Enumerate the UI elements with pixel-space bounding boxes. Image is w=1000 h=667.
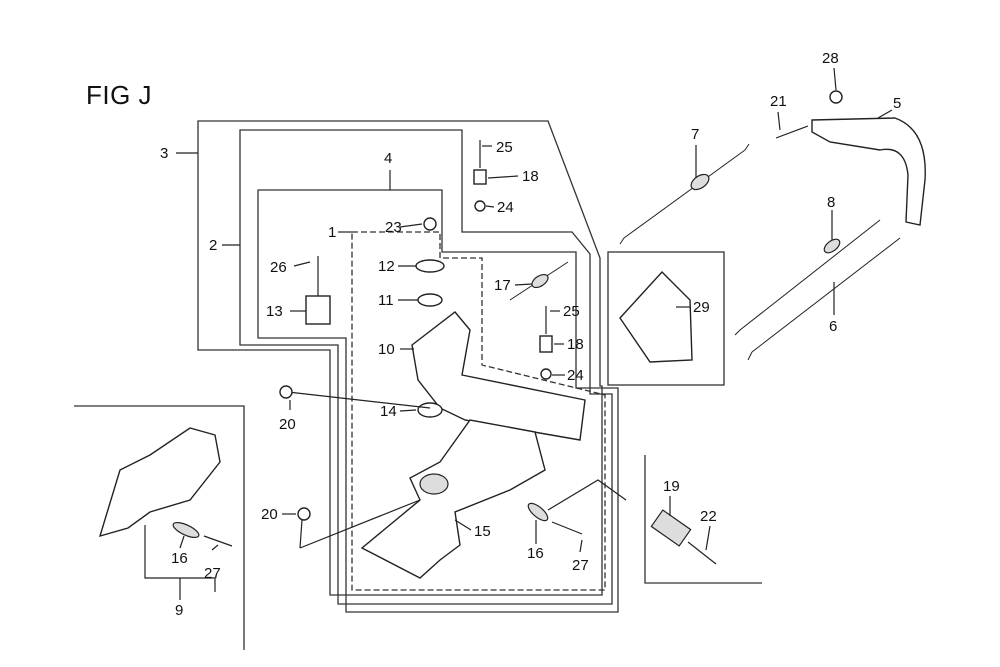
callout-7: 7 <box>691 126 699 143</box>
washer-part-24-lower <box>540 368 552 380</box>
callout-16-left: 16 <box>171 550 188 567</box>
spring-part-7 <box>690 173 710 191</box>
washer-part-12 <box>415 259 445 273</box>
callout-5: 5 <box>893 95 901 112</box>
callout-28: 28 <box>822 50 839 67</box>
cable-rod-part-6 <box>747 237 901 361</box>
frame-assembly-29 <box>607 251 725 386</box>
leader-lines <box>144 67 893 600</box>
bolt-part-20-lower <box>299 519 303 549</box>
cable-rod-part-7 <box>619 143 750 245</box>
nut-part-28 <box>829 90 843 104</box>
sub-assembly-part-9 <box>98 427 221 538</box>
handle-lever-part-5 <box>811 117 926 226</box>
callout-20-upper: 20 <box>279 416 296 433</box>
figure-title: FIG J <box>86 80 153 110</box>
callout-14: 14 <box>380 403 397 420</box>
callout-24-lower: 24 <box>567 367 584 384</box>
frame-assembly-19-22 <box>644 455 762 584</box>
washer-part-11 <box>417 293 443 307</box>
bolt-part-21 <box>775 125 809 139</box>
pivot-part-15 <box>419 473 449 495</box>
callout-24-upper: 24 <box>497 199 514 216</box>
spring-part-8 <box>823 238 841 254</box>
washer-part-24-upper <box>474 200 486 212</box>
callout-21: 21 <box>770 93 787 110</box>
callout-8: 8 <box>827 194 835 211</box>
callout-12: 12 <box>378 258 395 275</box>
bolt-part-27 <box>551 521 583 535</box>
bolt-head-part-20-upper <box>279 385 293 399</box>
bolt-part-20-upper <box>287 391 431 409</box>
bolt-part-22 <box>687 541 717 565</box>
bolt-head-part-20-lower <box>297 507 311 521</box>
callout-1: 1 <box>328 224 336 241</box>
callout-6: 6 <box>829 318 837 335</box>
frame-assembly-4 <box>257 189 619 613</box>
bracket-part-29 <box>619 270 693 363</box>
callout-16-center: 16 <box>527 545 544 562</box>
callout-2: 2 <box>209 237 217 254</box>
washer-part-14 <box>417 402 443 418</box>
frame-assembly-2 <box>239 129 613 605</box>
frame-assembly-3 <box>197 120 603 596</box>
nut-part-18-upper <box>473 169 487 185</box>
block-part-13 <box>305 295 331 325</box>
frame-assembly-1 <box>351 231 606 591</box>
base-bracket-part-15 <box>360 419 546 579</box>
spring-part-16-left <box>172 521 200 539</box>
callout-3: 3 <box>160 145 168 162</box>
callout-10: 10 <box>378 341 395 358</box>
callout-4: 4 <box>384 150 392 167</box>
callout-18-lower: 18 <box>567 336 584 353</box>
callout-26: 26 <box>270 259 287 276</box>
callout-13: 13 <box>266 303 283 320</box>
cable-rod-part-8 <box>734 219 881 336</box>
spring-part-16 <box>527 502 549 522</box>
callout-29: 29 <box>693 299 710 316</box>
spring-coil-part-17 <box>531 273 549 289</box>
callout-25-upper: 25 <box>496 139 513 156</box>
frame-assembly-9 <box>74 405 245 650</box>
callout-22: 22 <box>700 508 717 525</box>
nut-part-23 <box>423 217 437 231</box>
control-plate-part-10 <box>411 311 586 441</box>
callout-27-left: 27 <box>204 565 221 582</box>
callout-17: 17 <box>494 277 511 294</box>
callout-9: 9 <box>175 602 183 619</box>
callout-18-upper: 18 <box>522 168 539 185</box>
callout-27-center: 27 <box>572 557 589 574</box>
callout-25-lower: 25 <box>563 303 580 320</box>
nut-part-18-lower <box>539 335 553 353</box>
callout-23: 23 <box>385 219 402 236</box>
callout-11: 11 <box>378 292 394 309</box>
sleeve-part-19 <box>650 509 692 547</box>
bolt-part-27-left <box>203 535 233 547</box>
callout-15: 15 <box>474 523 491 540</box>
callout-19: 19 <box>663 478 680 495</box>
callout-20-lower: 20 <box>261 506 278 523</box>
